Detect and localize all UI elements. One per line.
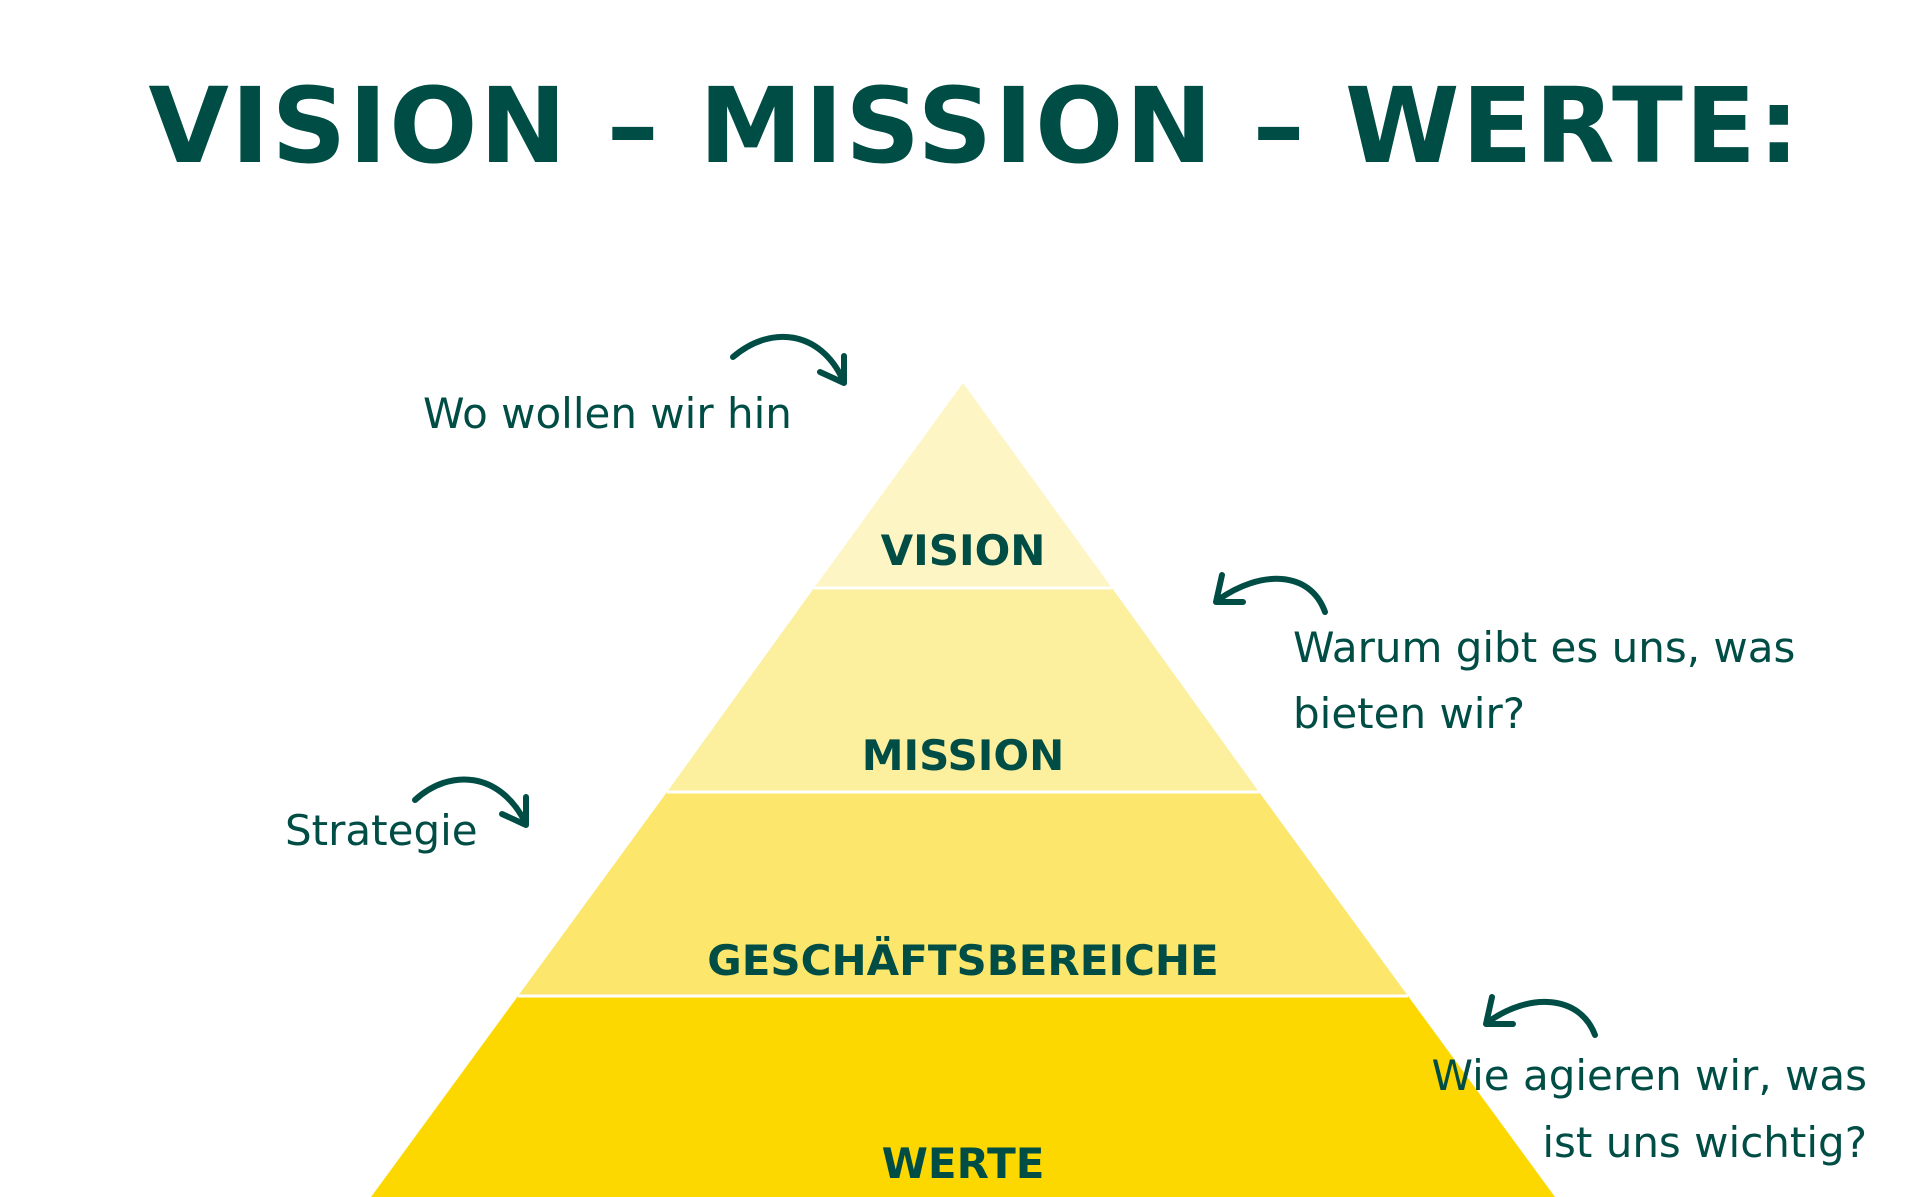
level-label-werte: WERTE (882, 1139, 1045, 1188)
page-title: VISION – MISSION – WERTE: (148, 65, 1801, 187)
curved-arrow-icon (1483, 994, 1598, 1038)
pyramid: VISION MISSION GESCHÄFTSBEREICHE WERTE (371, 383, 1555, 1197)
level-label-geschaeftsbereiche: GESCHÄFTSBEREICHE (707, 935, 1219, 985)
pyramid-level-vision (814, 383, 1112, 588)
curved-arrow-icon (1213, 572, 1328, 615)
mission-note-line-1: Warum gibt es uns, was (1293, 623, 1795, 672)
curved-arrow-icon (730, 333, 847, 386)
pyramid-level-mission (667, 588, 1259, 792)
curved-arrow-icon (412, 776, 529, 828)
level-label-vision: VISION (881, 526, 1046, 575)
vision-note: Wo wollen wir hin (423, 389, 792, 438)
level-label-mission: MISSION (862, 731, 1065, 780)
pyramid-level-geschaeftsbereiche (518, 792, 1408, 996)
values-note-line-2: ist uns wichtig? (1542, 1118, 1867, 1167)
strategy-note: Strategie (285, 806, 478, 855)
mission-note-line-2: bieten wir? (1293, 689, 1525, 738)
values-note-line-1: Wie agieren wir, was (1432, 1051, 1867, 1100)
pyramid-level-werte (371, 996, 1555, 1197)
